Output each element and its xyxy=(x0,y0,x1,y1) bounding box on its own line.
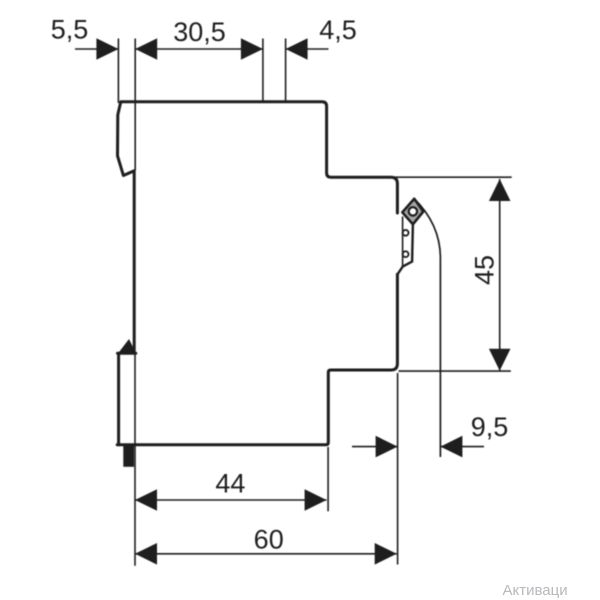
svg-text:5,5: 5,5 xyxy=(51,15,89,45)
svg-text:44: 44 xyxy=(215,469,245,499)
svg-text:45: 45 xyxy=(470,255,500,285)
svg-text:60: 60 xyxy=(254,525,284,555)
svg-text:9,5: 9,5 xyxy=(471,412,509,442)
svg-text:30,5: 30,5 xyxy=(173,17,226,47)
svg-text:Активаци: Активаци xyxy=(503,582,568,599)
svg-text:4,5: 4,5 xyxy=(319,15,357,45)
